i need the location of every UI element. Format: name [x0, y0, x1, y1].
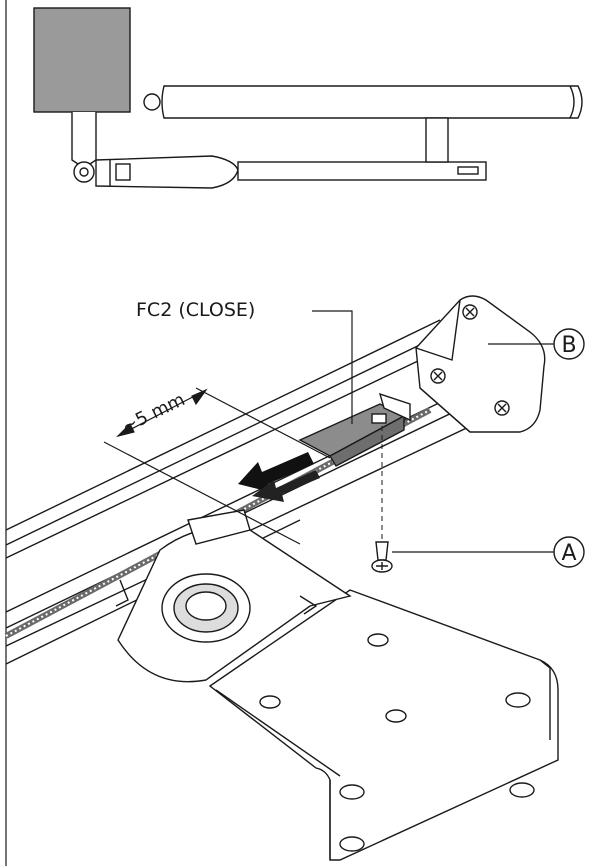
piston-rod [237, 161, 487, 181]
operator-overview [33, 7, 583, 189]
hinge-circle [143, 93, 161, 111]
cap-screw [430, 304, 510, 416]
dimension-5mm [103, 387, 331, 545]
fc2-leader [312, 310, 353, 424]
screw-a [371, 426, 393, 573]
callout-b [488, 328, 585, 360]
mount-bracket [71, 112, 97, 169]
callout-a-letter: A [561, 541, 576, 566]
rail-top-edge [5, 319, 441, 531]
mounting-plate [208, 589, 559, 861]
distance-label: ~5 mm [119, 389, 189, 437]
rail-assembly [4, 295, 559, 861]
leaf-bracket [425, 117, 449, 163]
callout-b-letter: B [561, 333, 576, 358]
motor-box [33, 7, 131, 113]
limit-switch-label: FC2 (CLOSE) [136, 299, 255, 321]
callout-a [392, 536, 585, 568]
end-cap-b [415, 295, 546, 433]
plate-hole [259, 633, 535, 852]
close-direction-arrow [238, 452, 320, 502]
gate-tube [161, 85, 583, 119]
